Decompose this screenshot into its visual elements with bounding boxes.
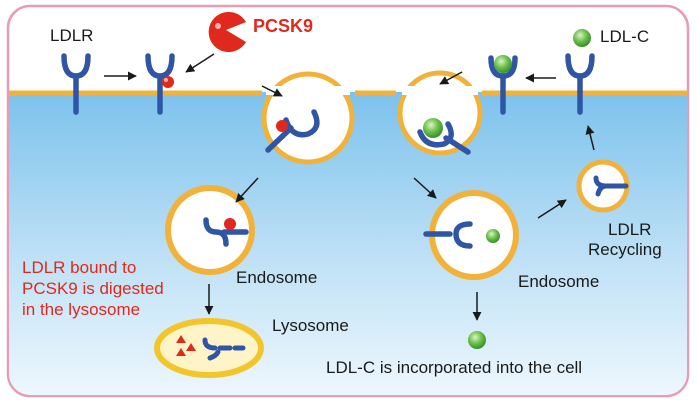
pcsk9-bound-small xyxy=(162,76,174,88)
label-digest-3: in the lysosome xyxy=(22,300,141,319)
cytoplasm xyxy=(9,92,687,395)
degraded-pcsk9-fragments xyxy=(176,335,196,356)
arrow-6 xyxy=(439,71,463,85)
degraded-ldlr-fragments xyxy=(202,337,246,361)
endocytic-pit-left xyxy=(261,71,355,165)
ldlr-receptor-1 xyxy=(61,53,91,115)
ldlr-receptor-2 xyxy=(145,53,175,115)
label-ldl-c: LDL-C xyxy=(600,27,650,46)
arrow-8 xyxy=(537,199,567,219)
ldlr-ldl-complex-pit xyxy=(417,121,471,155)
label-digest-1: LDLR bound to xyxy=(22,258,137,277)
pcsk9-icon xyxy=(208,12,246,53)
ldl-c-in-pit xyxy=(423,118,443,138)
label-recycling-2: Recycling xyxy=(588,240,662,259)
ldl-c-free xyxy=(468,331,486,349)
arrow-4 xyxy=(235,177,259,203)
arrow-7 xyxy=(413,177,437,199)
ldl-c-bound xyxy=(494,55,512,73)
ldlr-receptor-4 xyxy=(565,53,595,115)
label-endosome-left: Endosome xyxy=(236,268,318,287)
endocytic-pit-right xyxy=(397,70,483,156)
label-endosome-right: Endosome xyxy=(518,272,600,291)
arrow-3 xyxy=(261,85,283,97)
ldlr-receptor-3 xyxy=(488,55,518,115)
label-pcsk9: PCSK9 xyxy=(253,16,314,36)
label-recycling-1: LDLR xyxy=(608,220,652,239)
label-incorporated: LDL-C is incorporated into the cell xyxy=(326,358,583,377)
ldlr-pcsk9-complex-pit xyxy=(265,109,320,153)
label-lysosome: Lysosome xyxy=(272,316,349,335)
label-ldlr: LDLR xyxy=(50,26,94,45)
label-digest-2: PCSK9 is digested xyxy=(22,279,164,298)
arrow-9 xyxy=(585,125,595,151)
arrow-2 xyxy=(185,53,215,73)
ldl-c-legend-icon xyxy=(573,29,591,47)
